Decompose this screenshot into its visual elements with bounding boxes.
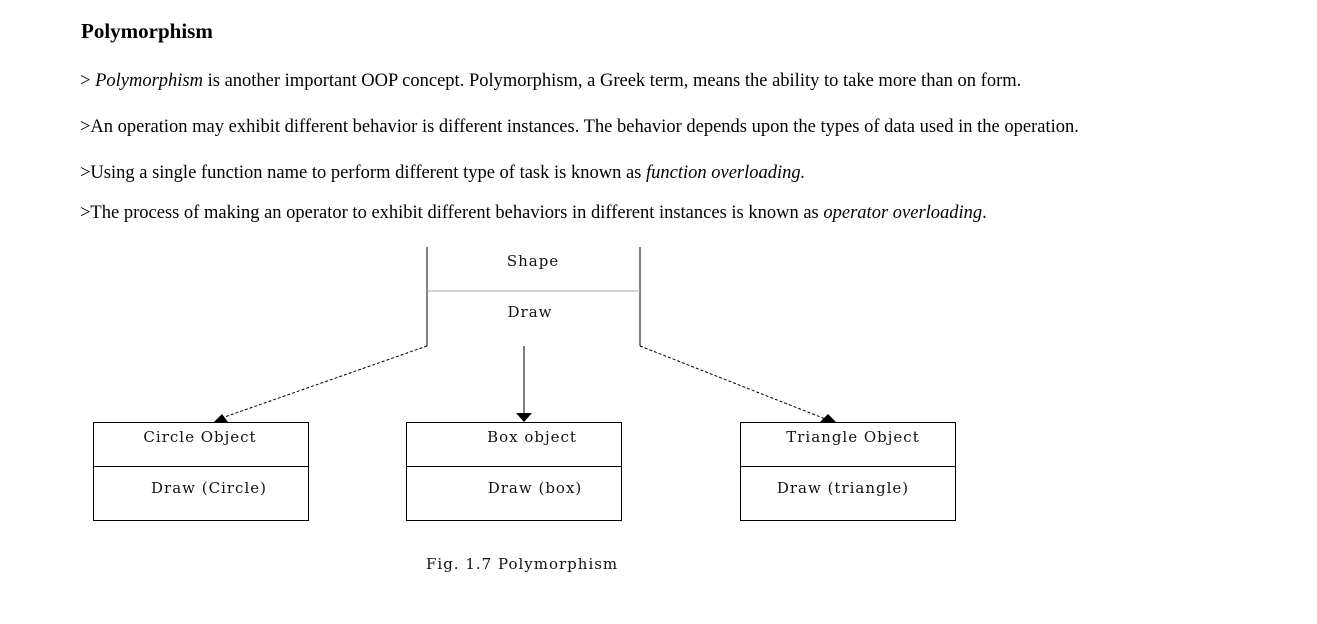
figure-caption: Fig. 1.7 Polymorphism	[426, 555, 618, 573]
child-class-circle: Circle Object Draw (Circle)	[93, 422, 309, 521]
triangle-class-method: Draw (triangle)	[777, 479, 909, 497]
connector-to-circle	[215, 345, 428, 421]
p4-prefix: >The process of making an operator to ex…	[80, 203, 824, 223]
paragraph-operator-overloading: >The process of making an operator to ex…	[80, 201, 987, 225]
p1-prefix: >	[80, 71, 96, 91]
arrowhead-box	[516, 413, 532, 422]
box-class-name: Box object	[487, 428, 577, 446]
p3-italic-term: function overloading.	[646, 163, 806, 183]
paragraph-operation-behavior: >An operation may exhibit different beha…	[80, 117, 1079, 137]
triangle-box-outline	[740, 422, 956, 521]
parent-class-method: Draw	[508, 303, 553, 321]
child-class-triangle: Triangle Object Draw (triangle)	[740, 422, 956, 521]
p1-rest: is another important OOP concept. Polymo…	[202, 71, 1022, 91]
parent-class-box: Shape Draw	[426, 247, 641, 346]
parent-class-name: Shape	[507, 252, 559, 270]
p1-italic-term: Polymorphism	[95, 71, 203, 91]
p3-prefix: >Using a single function name to perform…	[80, 163, 646, 183]
child-class-box: Box object Draw (box)	[406, 422, 622, 521]
p4-suffix: .	[982, 203, 987, 223]
box-class-method: Draw (box)	[488, 479, 583, 497]
box-box-outline	[406, 422, 622, 521]
connector-to-triangle	[639, 345, 829, 421]
triangle-class-name: Triangle Object	[786, 428, 919, 446]
paragraph-function-overloading: >Using a single function name to perform…	[80, 161, 805, 185]
arrowhead-circle	[214, 414, 228, 422]
circle-class-name: Circle Object	[143, 428, 256, 446]
paragraph-polymorphism-definition: > Polymorphism is another important OOP …	[80, 69, 1021, 93]
circle-class-method: Draw (Circle)	[151, 479, 267, 497]
page-heading: Polymorphism	[81, 19, 213, 43]
circle-box-outline	[93, 422, 309, 521]
p4-italic-term: operator overloading	[823, 203, 983, 223]
arrowhead-triangle	[820, 414, 836, 422]
